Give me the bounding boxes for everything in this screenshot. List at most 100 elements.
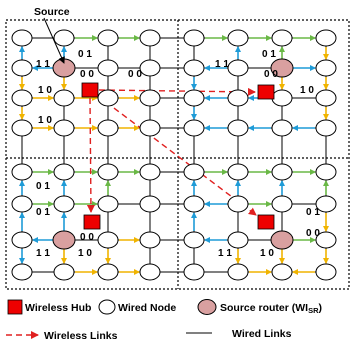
source-router — [52, 230, 76, 250]
wireless-hub — [257, 84, 275, 100]
wired-node — [183, 119, 205, 137]
wired-node — [139, 89, 161, 107]
wired-node — [183, 195, 205, 213]
wired-node — [183, 59, 205, 77]
code-label: 1 0 — [38, 115, 52, 126]
wired-node — [271, 29, 293, 47]
wireless-link — [97, 95, 257, 216]
wired-node — [315, 119, 337, 137]
wireless-hub — [257, 214, 275, 230]
legend-source-router: Source router (WISR) — [220, 302, 322, 315]
wired-node — [97, 59, 119, 77]
wireless-hubs — [81, 82, 275, 230]
legend-wireless-links: Wireless Links — [44, 330, 118, 342]
wired-node — [139, 59, 161, 77]
code-label: 0 1 — [262, 49, 276, 60]
code-label: 0 1 — [36, 181, 50, 192]
wired-node — [315, 263, 337, 281]
wired-node — [139, 163, 161, 181]
code-label: 1 1 — [215, 59, 229, 70]
wired-node — [315, 59, 337, 77]
code-label: 0 0 — [128, 69, 142, 80]
wired-node — [227, 29, 249, 47]
wired-node — [271, 119, 293, 137]
wireless-hub — [83, 214, 101, 230]
wired-node — [53, 195, 75, 213]
wired-node — [227, 119, 249, 137]
wired-node — [53, 119, 75, 137]
wired-node — [97, 231, 119, 249]
wired-node — [227, 195, 249, 213]
wired-node — [11, 163, 33, 181]
wired-node — [97, 29, 119, 47]
wired-node — [139, 29, 161, 47]
wired-node — [11, 195, 33, 213]
wired-node — [11, 89, 33, 107]
wired-node — [11, 263, 33, 281]
wired-node — [97, 263, 119, 281]
wired-node — [97, 119, 119, 137]
wired-node — [315, 163, 337, 181]
code-label: 1 1 — [36, 59, 50, 70]
code-label: 0 0 — [80, 69, 94, 80]
source-router — [270, 230, 294, 250]
wired-node — [315, 231, 337, 249]
wireless-links — [86, 87, 257, 216]
wired-node — [227, 59, 249, 77]
wired-node — [139, 195, 161, 213]
legend-hub-swatch — [7, 299, 23, 315]
code-label: 1 0 — [78, 248, 92, 259]
wired-node — [139, 263, 161, 281]
wired-node — [315, 89, 337, 107]
wireless-hub — [81, 82, 99, 98]
wired-node — [227, 163, 249, 181]
wired-node — [11, 29, 33, 47]
wired-node — [183, 263, 205, 281]
wired-node — [183, 89, 205, 107]
wired-node — [183, 163, 205, 181]
wired-node — [227, 263, 249, 281]
legend-node-swatch — [98, 299, 116, 315]
source-pointer-arrow — [43, 17, 65, 64]
code-label: 0 0 — [306, 228, 320, 239]
wireless-link — [98, 87, 256, 96]
wired-node — [315, 29, 337, 47]
wired-nodes — [11, 29, 337, 281]
wired-node — [271, 263, 293, 281]
wired-node — [97, 89, 119, 107]
wired-node — [183, 231, 205, 249]
routing-arrows — [19, 35, 329, 275]
code-label: 0 1 — [306, 207, 320, 218]
code-label: 1 1 — [218, 248, 232, 259]
source-router — [270, 58, 294, 78]
wired-node — [227, 231, 249, 249]
wired-node — [97, 163, 119, 181]
wired-node — [53, 263, 75, 281]
wired-node — [53, 89, 75, 107]
code-label: 0 1 — [36, 207, 50, 218]
wired-node — [139, 119, 161, 137]
wired-node — [11, 231, 33, 249]
code-label: 0 1 — [78, 49, 92, 60]
wired-node — [271, 89, 293, 107]
legend-source-swatch — [197, 299, 217, 315]
wired-node — [11, 59, 33, 77]
wired-node — [139, 231, 161, 249]
code-label: 1 0 — [300, 85, 314, 96]
wireless-link — [86, 97, 95, 213]
code-label: 1 0 — [260, 248, 274, 259]
wired-node — [227, 89, 249, 107]
legend-wired-node: Wired Node — [118, 302, 176, 314]
wired-node — [271, 163, 293, 181]
code-label: 1 1 — [36, 248, 50, 259]
source-router — [52, 58, 76, 78]
wired-node — [53, 29, 75, 47]
source-annotation: Source — [34, 6, 70, 18]
legend-wired-links: Wired Links — [232, 328, 292, 340]
code-label: 1 0 — [38, 85, 52, 96]
wired-node — [183, 29, 205, 47]
wired-node — [53, 163, 75, 181]
code-label: 0 0 — [264, 69, 278, 80]
legend-wireless-hub: Wireless Hub — [25, 302, 91, 314]
